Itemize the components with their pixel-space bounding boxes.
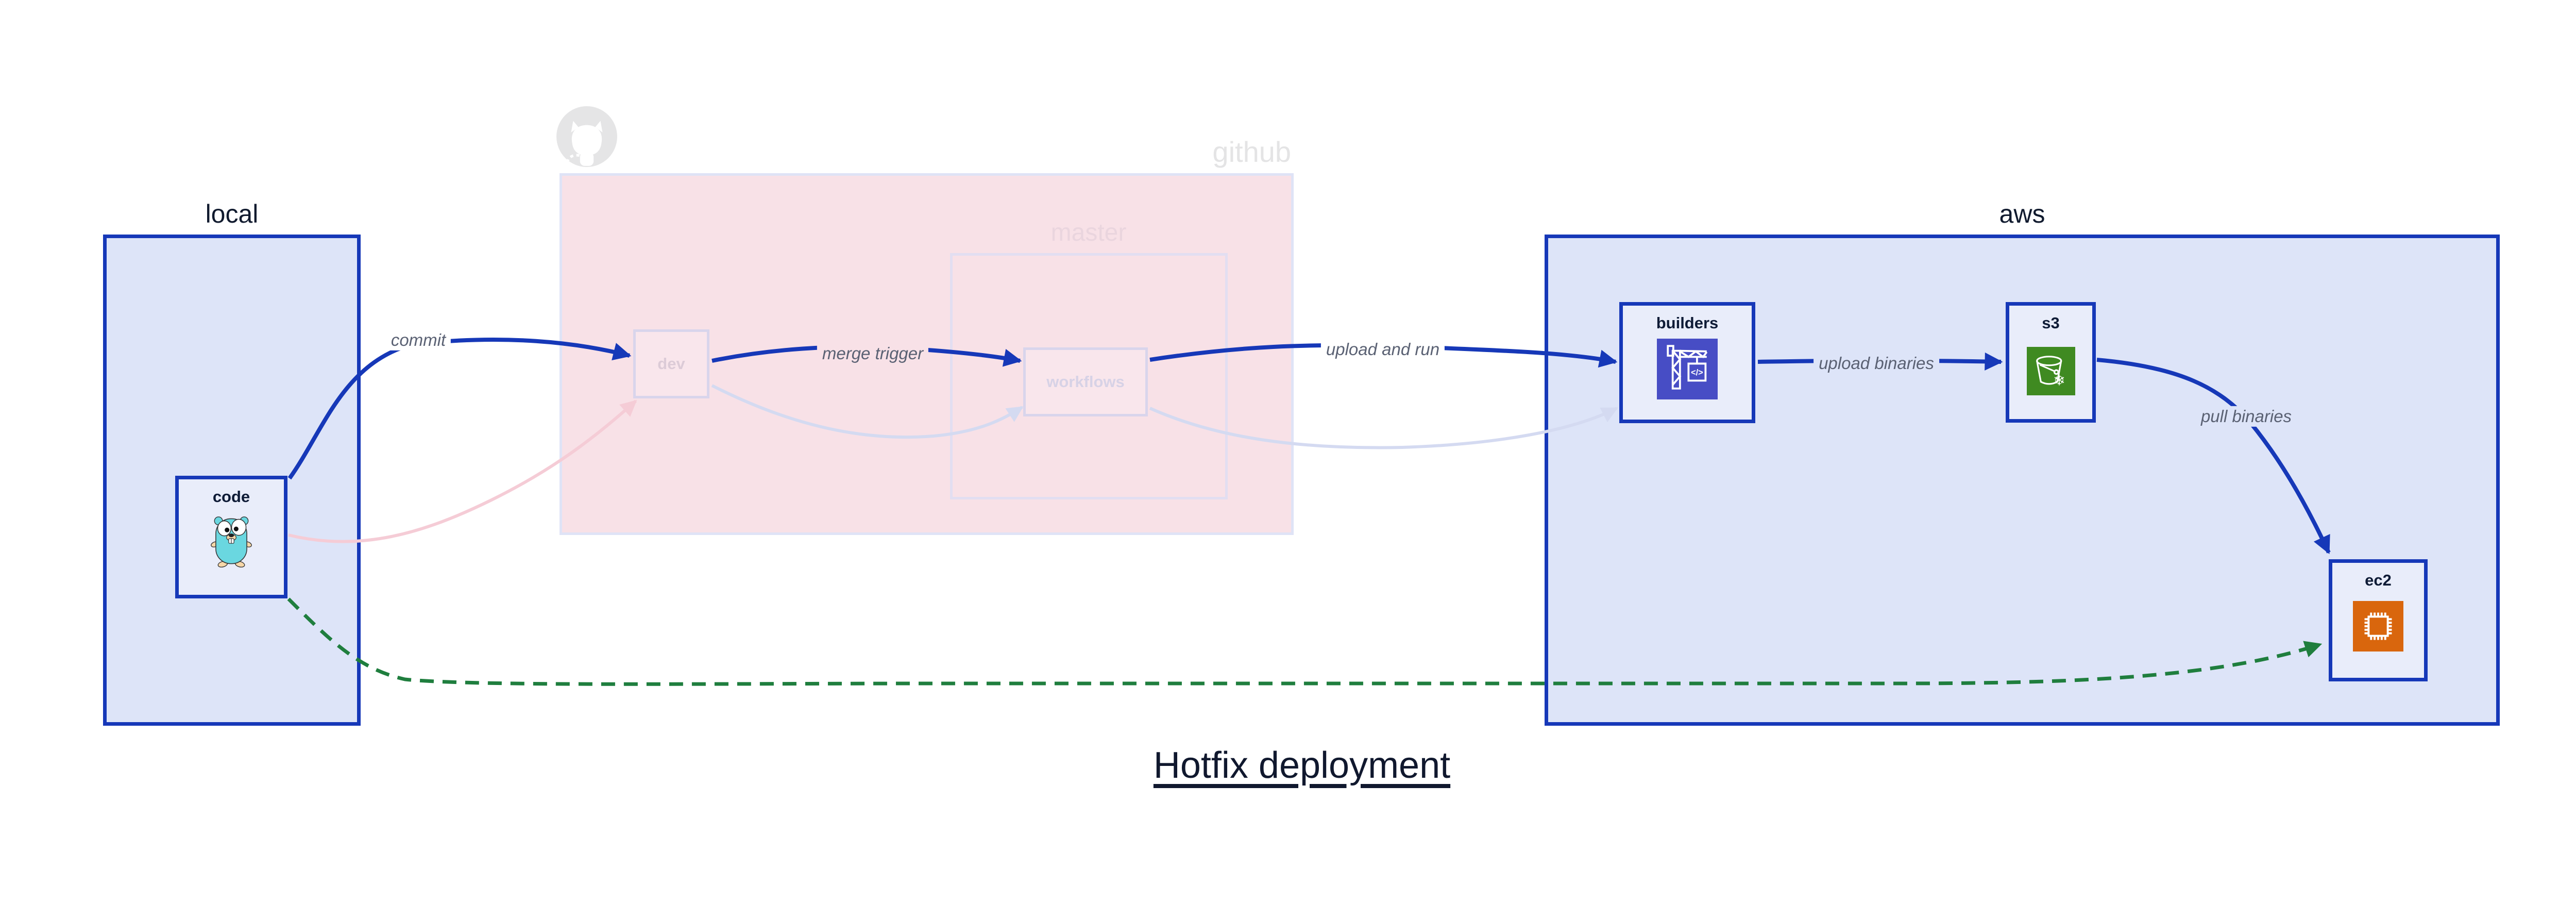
node-builders: builders </> — [1619, 302, 1755, 423]
s3-bucket-snowflake-icon: ❄ — [2026, 347, 2075, 395]
node-code: code — [175, 476, 287, 598]
group-label-master: master — [1050, 219, 1127, 246]
node-ec2: ec2 — [2329, 559, 2428, 681]
region-label-github: github — [1212, 136, 1291, 168]
node-s3-label: s3 — [2042, 314, 2060, 332]
region-label-local: local — [205, 199, 259, 228]
edge-label-upload-binaries: upload binaries — [1814, 353, 1939, 374]
svg-text:❄: ❄ — [2053, 372, 2065, 389]
diagram-title: Hotfix deployment — [1153, 745, 1451, 786]
node-ec2-label: ec2 — [2365, 571, 2392, 589]
node-dev-label: dev — [657, 355, 685, 373]
edge-label-commit: commit — [385, 329, 451, 351]
edge-label-upload-and-run: upload and run — [1320, 339, 1445, 360]
node-builders-label: builders — [1656, 314, 1719, 332]
github-octocat-logo — [556, 106, 617, 167]
node-workflows: workflows — [1023, 347, 1148, 416]
go-gopher-icon — [211, 516, 252, 567]
edge-label-merge-trigger: merge trigger — [817, 343, 929, 364]
codebuild-crane-icon: </> — [1657, 339, 1718, 399]
node-code-label: code — [212, 488, 250, 506]
edge-label-pull-binaries: pull binaries — [2195, 406, 2297, 427]
region-label-aws: aws — [1999, 199, 2045, 228]
group-master — [950, 253, 1228, 499]
ec2-chip-icon — [2353, 601, 2403, 652]
node-workflows-label: workflows — [1046, 373, 1125, 391]
svg-text:</>: </> — [1691, 368, 1703, 377]
node-dev: dev — [633, 329, 709, 398]
node-s3: s3 ❄ — [2006, 302, 2096, 423]
